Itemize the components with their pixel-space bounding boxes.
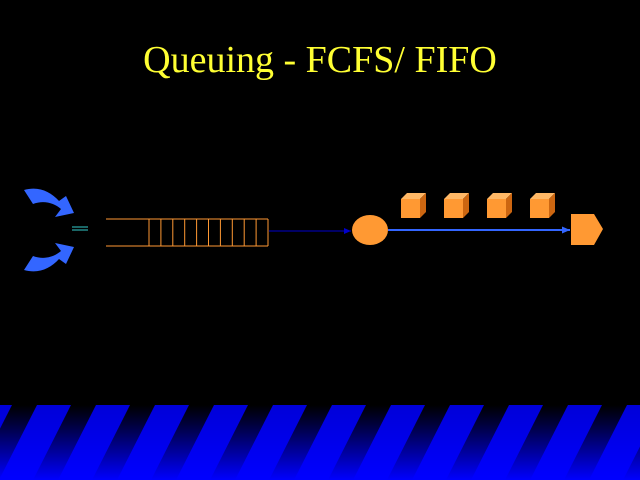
footer-stripe xyxy=(530,405,602,480)
split-arrow-icon xyxy=(24,188,74,272)
packet-cube xyxy=(487,193,512,218)
server-node xyxy=(352,215,388,245)
footer-stripe xyxy=(117,405,189,480)
footer-stripe xyxy=(0,405,71,480)
footer-stripe xyxy=(471,405,543,480)
destination-node xyxy=(571,214,603,245)
footer-stripe-band xyxy=(0,405,640,480)
footer-stripe xyxy=(0,405,12,429)
queue-buffer xyxy=(106,218,269,247)
footer-stripe xyxy=(353,405,425,480)
footer-stripe xyxy=(589,405,640,480)
packet-cube xyxy=(444,193,469,218)
queue-slots xyxy=(148,219,257,246)
footer-stripe xyxy=(176,405,248,480)
footer-stripe xyxy=(412,405,484,480)
packet-cube xyxy=(401,193,426,218)
packet-cube xyxy=(530,193,555,218)
departing-packets xyxy=(401,193,555,218)
source-arrow-upper xyxy=(24,188,74,217)
footer-stripe xyxy=(58,405,130,480)
slide-title: Queuing - FCFS/ FIFO xyxy=(143,39,497,81)
footer-stripe xyxy=(235,405,307,480)
footer-stripe xyxy=(294,405,366,480)
footer-stripes xyxy=(0,405,640,480)
entry-marks xyxy=(72,226,88,231)
fifo-queue-diagram xyxy=(24,188,603,272)
source-arrow-lower xyxy=(24,243,74,272)
